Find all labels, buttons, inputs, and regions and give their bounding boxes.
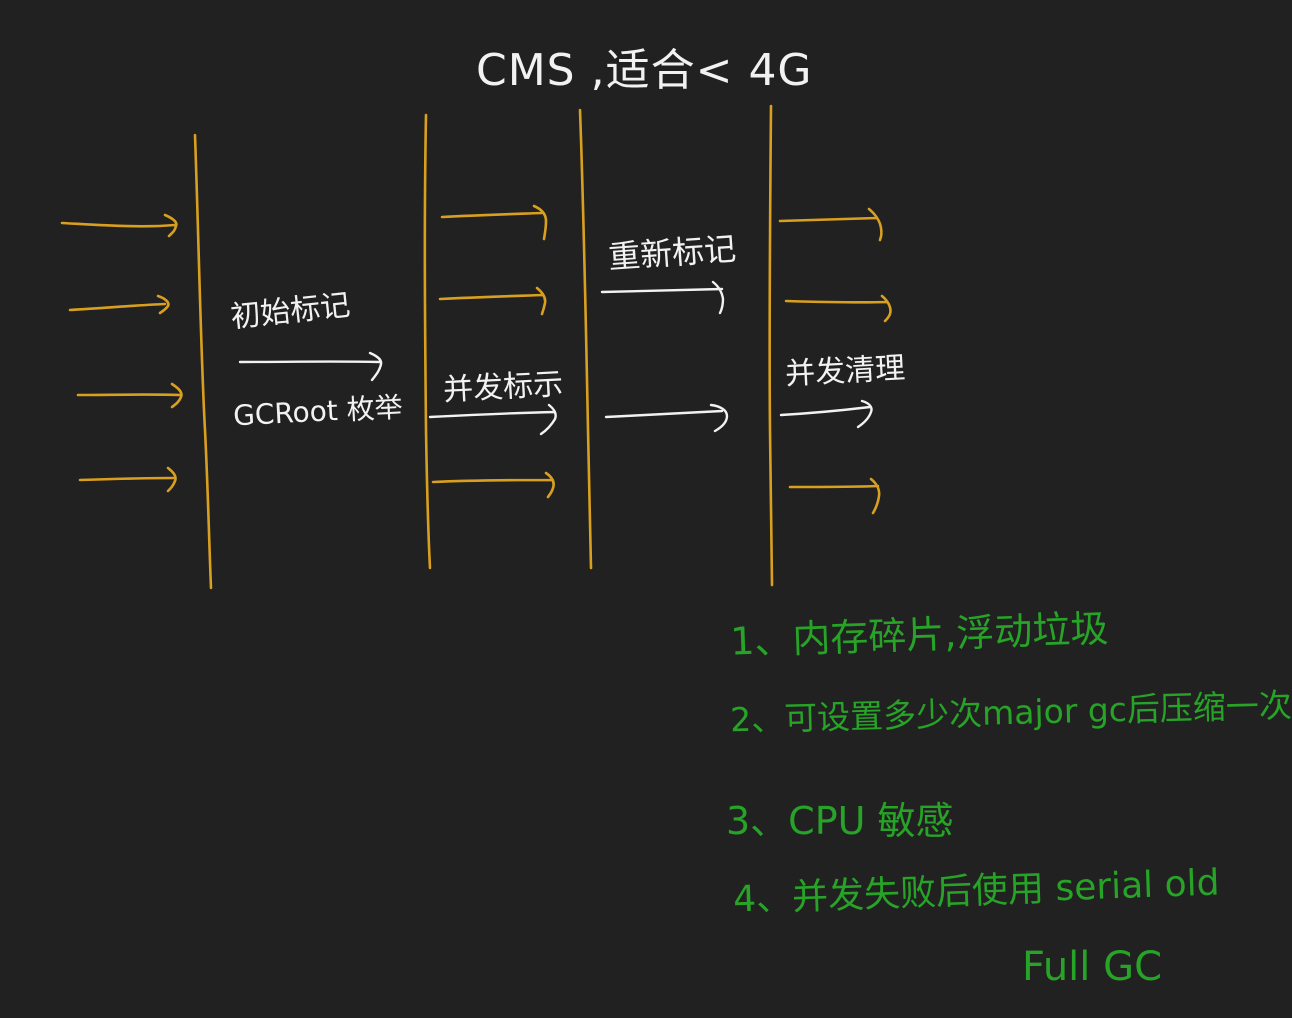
- gc-arrow-initial-mark: [238, 351, 383, 382]
- app-thread-arrows: [60, 204, 892, 515]
- thread-arrow: [784, 294, 892, 323]
- label-remark: 重新标记: [606, 229, 738, 277]
- gc-arrow-concurrent-mark: [428, 403, 557, 436]
- gc-thread-arrows: [238, 280, 873, 436]
- background: [0, 0, 1236, 1018]
- gc-arrow-concurrent-mark-2: [604, 403, 729, 433]
- barrier-line-3: [578, 108, 593, 570]
- safepoint-barriers: [193, 104, 774, 590]
- thread-arrow: [438, 286, 547, 316]
- thread-arrow: [76, 382, 183, 409]
- thread-arrow: [778, 207, 883, 242]
- barrier-line-2: [423, 113, 432, 570]
- cms-timeline-diagram: [0, 0, 1236, 1018]
- label-concurrent-mark: 并发标示: [442, 366, 565, 409]
- gc-arrow-remark: [600, 280, 725, 315]
- thread-arrow: [788, 477, 881, 515]
- thread-arrow: [68, 294, 170, 315]
- diagram-title: CMS ,适合< 4G: [476, 45, 813, 96]
- barrier-line-4: [768, 104, 774, 587]
- thread-arrow: [78, 466, 177, 493]
- label-concurrent-sweep: 并发清理: [784, 350, 907, 393]
- note-item-continuation: Full GC: [1022, 944, 1163, 990]
- thread-arrow: [60, 213, 178, 238]
- thread-arrow: [440, 204, 548, 241]
- gc-arrow-concurrent-sweep: [779, 399, 873, 429]
- note-item: 3、CPU 敏感: [726, 799, 954, 843]
- thread-arrow: [431, 471, 555, 499]
- barrier-line-1: [193, 133, 213, 590]
